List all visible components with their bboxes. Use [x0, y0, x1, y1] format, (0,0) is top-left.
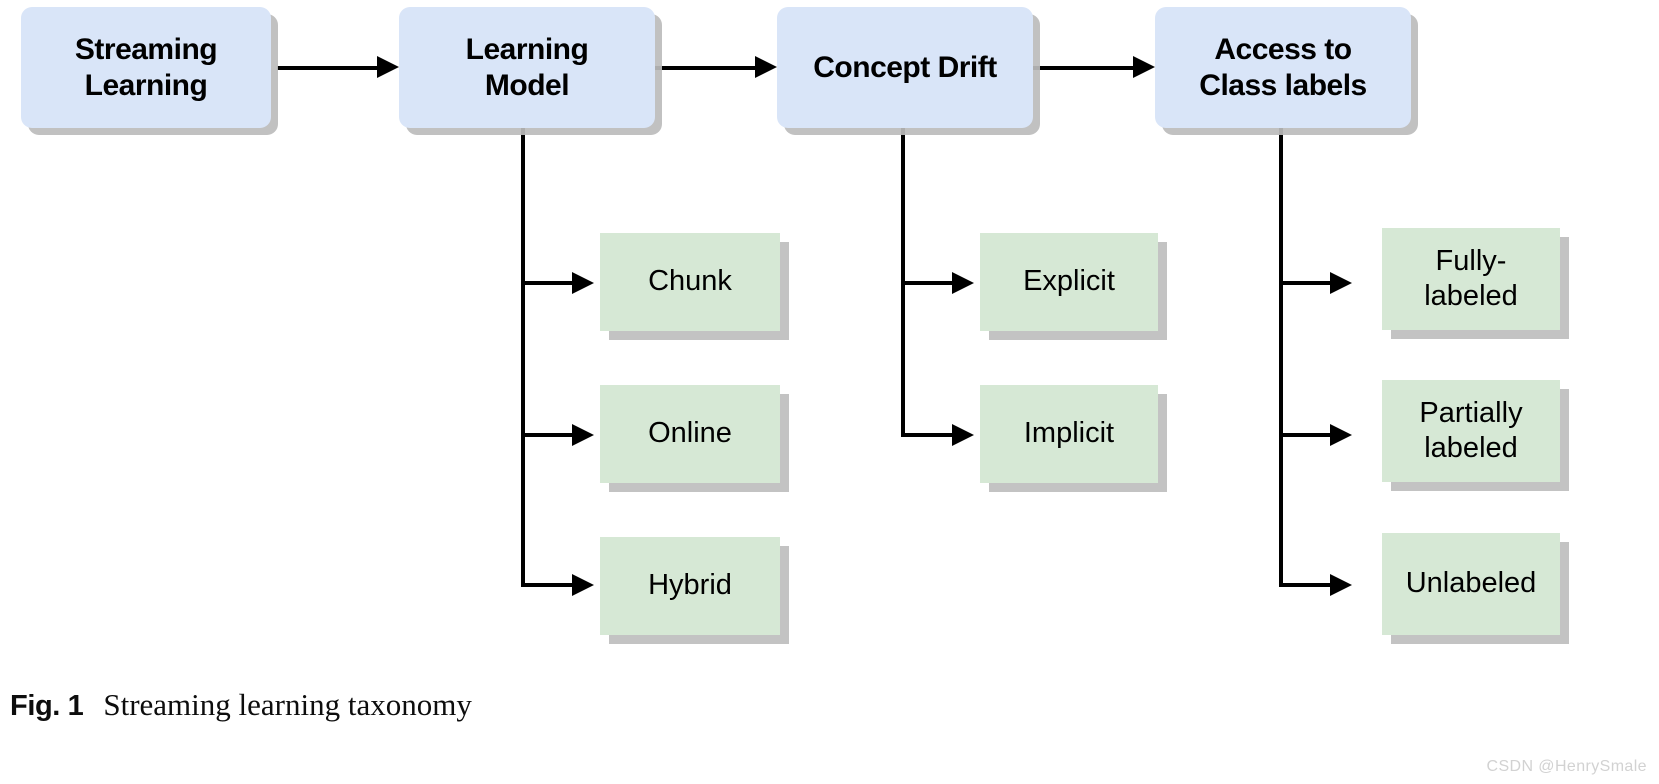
node-partially-labeled[interactable]: Partially labeled: [1382, 380, 1560, 482]
figure-caption: Fig. 1 Streaming learning taxonomy: [10, 687, 472, 723]
node-implicit[interactable]: Implicit: [980, 385, 1158, 483]
trunk-learning-model: [521, 128, 525, 587]
connector-streaming-to-model: [277, 66, 377, 70]
node-hybrid[interactable]: Hybrid: [600, 537, 780, 635]
arrowhead-hybrid: [572, 574, 594, 596]
branch-learning-model-chunk: [521, 281, 578, 285]
node-unlabeled[interactable]: Unlabeled: [1382, 533, 1560, 635]
watermark: CSDN @HenrySmale: [1486, 758, 1647, 775]
arrowhead-streaming-to-model: [377, 56, 399, 78]
branch-access-unlabeled: [1279, 583, 1336, 587]
node-access-to-class-labels[interactable]: Access to Class labels: [1155, 7, 1411, 128]
figure-number: Fig. 1: [10, 690, 84, 722]
node-chunk[interactable]: Chunk: [600, 233, 780, 331]
arrowhead-explicit: [952, 272, 974, 294]
node-concept-drift[interactable]: Concept Drift: [777, 7, 1033, 128]
arrowhead-unlabeled: [1330, 574, 1352, 596]
connector-model-to-drift: [655, 66, 755, 70]
arrowhead-online: [572, 424, 594, 446]
branch-concept-drift-explicit: [901, 281, 958, 285]
arrowhead-partially-labeled: [1330, 424, 1352, 446]
arrowhead-model-to-drift: [755, 56, 777, 78]
node-explicit[interactable]: Explicit: [980, 233, 1158, 331]
branch-learning-model-hybrid: [521, 583, 578, 587]
node-streaming-learning[interactable]: Streaming Learning: [21, 7, 271, 128]
trunk-access-to-class-labels: [1279, 128, 1283, 587]
arrowhead-fully-labeled: [1330, 272, 1352, 294]
arrowhead-implicit: [952, 424, 974, 446]
branch-access-partially-labeled: [1279, 433, 1336, 437]
branch-learning-model-online: [521, 433, 578, 437]
arrowhead-chunk: [572, 272, 594, 294]
connector-drift-to-access: [1033, 66, 1133, 70]
arrowhead-drift-to-access: [1133, 56, 1155, 78]
node-fully-labeled[interactable]: Fully- labeled: [1382, 228, 1560, 330]
branch-access-fully-labeled: [1279, 281, 1336, 285]
figure-caption-text: Streaming learning taxonomy: [103, 687, 472, 722]
branch-concept-drift-implicit: [901, 433, 958, 437]
node-online[interactable]: Online: [600, 385, 780, 483]
node-learning-model[interactable]: Learning Model: [399, 7, 655, 128]
